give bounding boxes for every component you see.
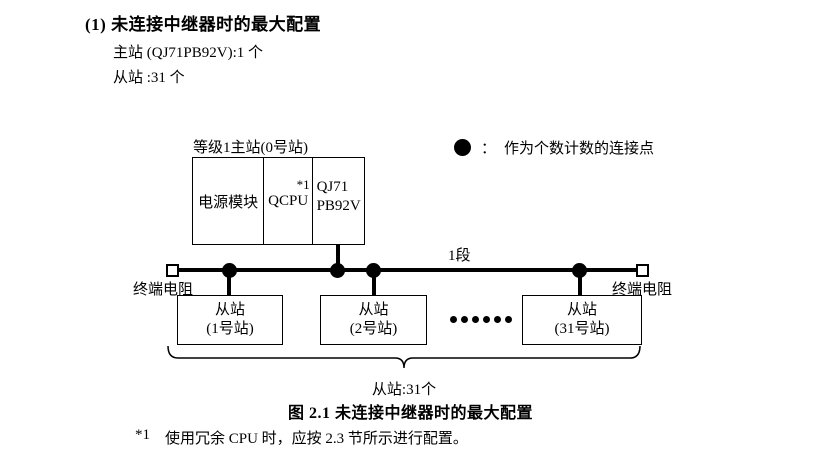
slave-label: 从站 xyxy=(214,302,245,318)
ellipsis-dots xyxy=(450,316,512,323)
master-station-box: 电源模块 *1 QCPU QJ71 PB92V xyxy=(192,157,365,245)
slave-drop-line xyxy=(372,270,376,296)
terminator-right-label: 终端电阻 xyxy=(612,282,673,298)
cpu-cell: *1 QCPU xyxy=(264,158,313,244)
slave-station-box-31: 从站 (31号站) xyxy=(522,295,642,345)
slave-station-box-2: 从站 (2号站) xyxy=(320,295,427,345)
brace xyxy=(167,345,641,369)
slave-label: 从站 xyxy=(566,302,597,318)
slave-station-box-1: 从站 (1号站) xyxy=(177,295,283,345)
slave-station-number: (31号站) xyxy=(554,321,610,337)
footnote-ref: *1 xyxy=(135,427,150,443)
legend-separator: ： xyxy=(481,141,497,157)
terminator-right-icon xyxy=(636,264,649,277)
brace-label: 从站:31个 xyxy=(371,382,437,398)
legend: ： 作为个数计数的连接点 xyxy=(454,137,654,158)
slave-label: 从站 xyxy=(358,302,389,318)
connection-point xyxy=(330,263,345,278)
pb92v-label-line2: PB92V xyxy=(316,198,361,214)
figure-caption: 图 2.1 未连接中继器时的最大配置 xyxy=(287,405,533,422)
cpu-footnote-ref: *1 xyxy=(296,177,310,192)
pb92v-label-line1: QJ71 xyxy=(316,179,349,195)
terminator-left-icon xyxy=(166,264,179,277)
terminator-left-label: 终端电阻 xyxy=(133,282,194,298)
slave-count-line: 从站 :31 个 xyxy=(113,70,185,86)
legend-text: 作为个数计数的连接点 xyxy=(504,141,655,157)
connection-point-icon xyxy=(454,139,471,156)
slave-station-number: (2号站) xyxy=(349,321,398,337)
master-count-line: 主站 (QJ71PB92V):1 个 xyxy=(113,45,264,61)
bus-line xyxy=(172,268,642,272)
slave-drop-line xyxy=(227,270,231,296)
cpu-label: QCPU xyxy=(268,193,309,209)
power-module-cell: 电源模块 xyxy=(193,158,265,244)
master-station-label: 等级1主站(0号站) xyxy=(193,140,308,156)
pb92v-cell: QJ71 PB92V xyxy=(313,158,364,244)
segment-label: 1段 xyxy=(448,248,471,264)
footnote-text: 使用冗余 CPU 时，应按 2.3 节所示进行配置。 xyxy=(165,431,468,447)
slave-station-number: (1号站) xyxy=(206,321,254,337)
slave-drop-line xyxy=(578,270,582,296)
master-drop-line xyxy=(336,244,340,271)
section-heading: (1) 未连接中继器时的最大配置 xyxy=(85,15,322,34)
footnote: *1 使用冗余 CPU 时，应按 2.3 节所示进行配置。 xyxy=(135,427,468,448)
